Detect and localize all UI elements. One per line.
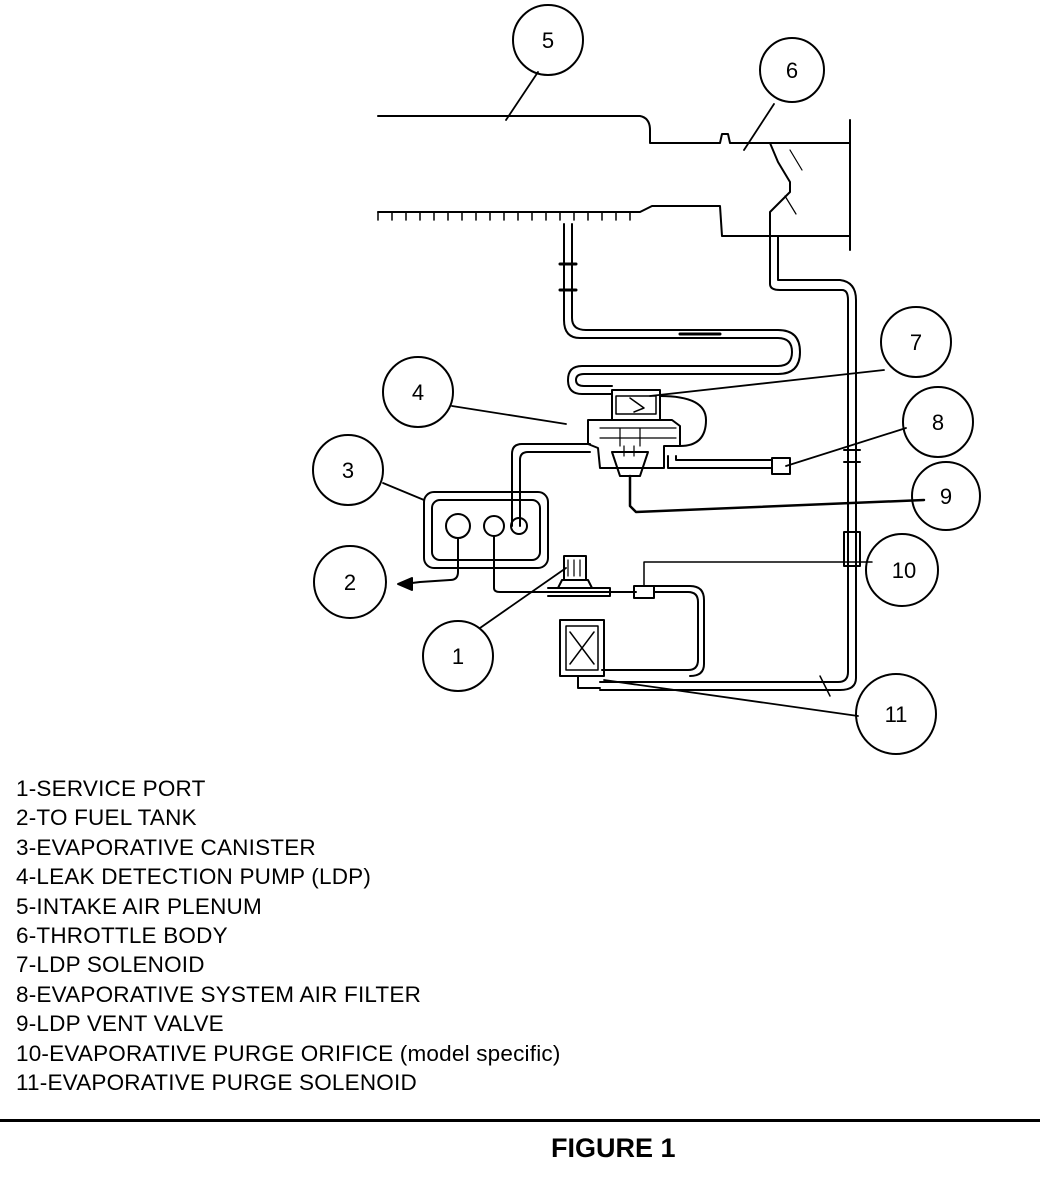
legend-item: 5-INTAKE AIR PLENUM	[16, 893, 262, 919]
callout-circle-8	[902, 386, 974, 458]
throttle-body	[769, 119, 851, 251]
legend-item: 3-EVAPORATIVE CANISTER	[16, 834, 316, 860]
evap-system-diagram: 1 2 3 4 5 6 7 8 9 10 11	[312, 4, 981, 755]
legend-item: 6-THROTTLE BODY	[16, 923, 228, 949]
ldp-canister-hose	[511, 443, 591, 527]
fuel-tank-line	[397, 537, 459, 591]
legend-item: 7-LDP SOLENOID	[16, 952, 205, 978]
callout-number-9: 9	[940, 484, 952, 509]
callout-circle-3	[312, 434, 384, 506]
callout-number-8: 8	[932, 410, 944, 435]
callout-circle-4	[382, 356, 454, 428]
legend-item: 9-LDP VENT VALVE	[16, 1011, 224, 1037]
callout-circle-10	[865, 533, 939, 607]
legend-item: 10-EVAPORATIVE PURGE ORIFICE (model spec…	[16, 1040, 561, 1066]
callout-number-10: 10	[892, 558, 916, 583]
evaporative-canister	[423, 491, 549, 569]
callout-circle-9	[911, 461, 981, 531]
plenum-vacuum-hose	[558, 223, 801, 395]
legend-item: 1-SERVICE PORT	[16, 776, 206, 801]
callout-number-11: 11	[885, 702, 908, 727]
horizontal-divider	[0, 1119, 1040, 1122]
callout-number-6: 6	[786, 58, 798, 83]
callout-circle-5	[512, 4, 584, 76]
callout-circle-6	[759, 37, 825, 103]
callout-number-1: 1	[452, 644, 464, 669]
intake-air-plenum	[377, 115, 851, 237]
vent-valve-line	[628, 474, 926, 514]
callout-number-2: 2	[344, 570, 356, 595]
callout-number-7: 7	[910, 330, 922, 355]
callout-number-5: 5	[542, 28, 554, 53]
legend-item: 8-EVAPORATIVE SYSTEM AIR FILTER	[16, 981, 422, 1007]
evaporative-purge-solenoid	[559, 619, 605, 689]
callout-circle-1	[422, 620, 494, 692]
legend-item: 4-LEAK DETECTION PUMP (LDP)	[16, 864, 372, 890]
legend-item: 2-TO FUEL TANK	[16, 805, 197, 831]
ldp-filter-hose	[667, 455, 791, 475]
callout-circle-2	[313, 545, 387, 619]
figure-caption: FIGURE 1	[551, 1133, 676, 1163]
parts-legend: 1-SERVICE PORT 2-TO FUEL TANK 3-EVAPORAT…	[16, 774, 561, 1097]
service-port-line	[493, 535, 873, 677]
purge-hose	[599, 235, 861, 697]
callout-number-4: 4	[412, 380, 424, 405]
callout-number-3: 3	[342, 458, 354, 483]
leader-lines	[382, 71, 907, 717]
callout-circle-11	[855, 673, 937, 755]
callout-circles	[312, 4, 981, 755]
leak-detection-pump	[587, 389, 707, 477]
callout-circle-7	[880, 306, 952, 378]
callout-numbers: 1 2 3 4 5 6 7 8 9 10 11	[342, 28, 952, 727]
legend-item: 11-EVAPORATIVE PURGE SOLENOID	[16, 1070, 417, 1096]
